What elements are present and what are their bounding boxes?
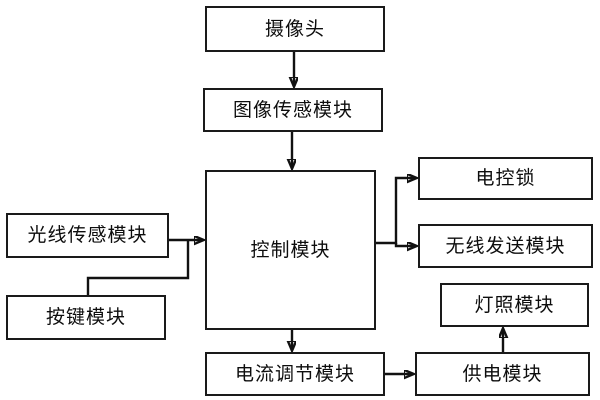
- node-image-sensor[interactable]: 图像传感模块: [203, 88, 383, 132]
- edge-control-to-elock: [376, 178, 416, 245]
- node-power-supply-module[interactable]: 供电模块: [415, 352, 590, 396]
- node-key-module[interactable]: 按键模块: [6, 295, 166, 340]
- node-electronic-lock-label: 电控锁: [475, 167, 536, 190]
- node-electronic-lock[interactable]: 电控锁: [418, 157, 593, 200]
- node-light-sensor-label: 光线传感模块: [27, 224, 148, 247]
- edge-control-to-wireless: [394, 243, 416, 246]
- node-power-supply-module-label: 供电模块: [462, 362, 543, 385]
- node-light-sensor[interactable]: 光线传感模块: [6, 213, 169, 258]
- node-current-adjust-module-label: 电流调节模块: [234, 362, 355, 385]
- node-lighting-module-label: 灯照模块: [474, 293, 555, 316]
- node-wireless-module-label: 无线发送模块: [445, 234, 566, 257]
- node-camera-label: 摄像头: [264, 17, 325, 40]
- node-control[interactable]: 控制模块: [205, 170, 376, 330]
- node-wireless-module[interactable]: 无线发送模块: [418, 224, 593, 268]
- node-key-module-label: 按键模块: [45, 306, 126, 329]
- node-current-adjust-module[interactable]: 电流调节模块: [205, 352, 385, 396]
- node-control-label: 控制模块: [250, 238, 331, 261]
- edge-key-to-control: [86, 241, 190, 295]
- node-lighting-module[interactable]: 灯照模块: [440, 283, 589, 327]
- node-camera[interactable]: 摄像头: [205, 6, 385, 52]
- node-image-sensor-label: 图像传感模块: [232, 98, 353, 121]
